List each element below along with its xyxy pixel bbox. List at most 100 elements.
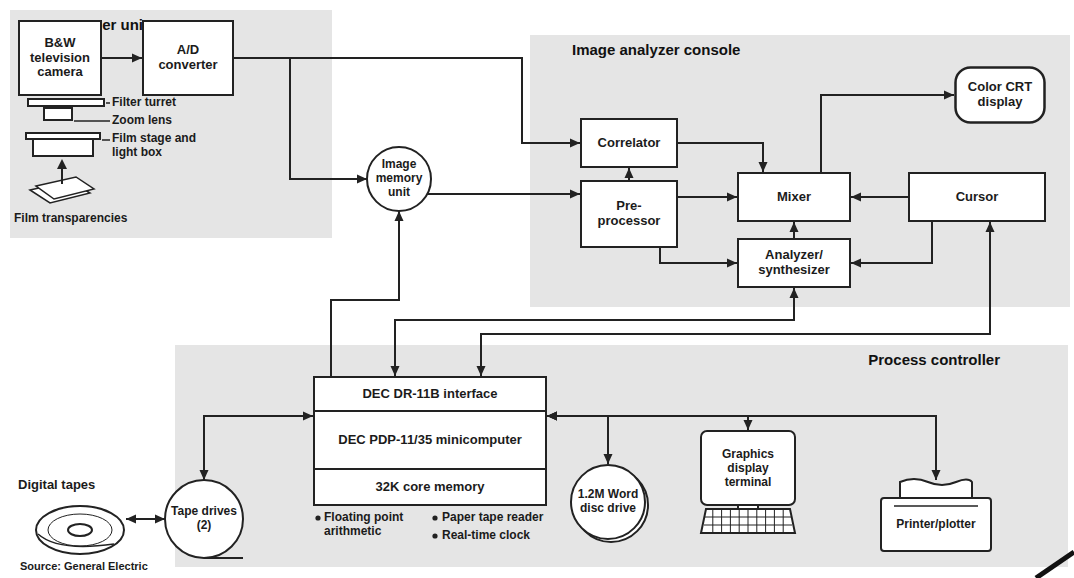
crt-display: Color CRT display bbox=[954, 66, 1046, 124]
arrowhead bbox=[570, 139, 580, 148]
keyboard-key bbox=[739, 509, 740, 533]
arrowhead bbox=[570, 190, 580, 199]
arrowhead bbox=[759, 162, 768, 172]
arrowhead bbox=[790, 222, 799, 232]
node-label: A/D converter bbox=[150, 43, 226, 73]
keyboard-key bbox=[748, 509, 749, 533]
arrowhead bbox=[727, 259, 737, 268]
connector-line bbox=[547, 416, 748, 430]
disc-drive-symbol: 1.2M Word disc drive bbox=[568, 462, 648, 542]
arrowhead bbox=[303, 412, 313, 421]
panel-title: Image analyzer console bbox=[572, 41, 740, 58]
arrowhead bbox=[357, 175, 367, 184]
tape-reel-outline bbox=[165, 480, 243, 558]
unit-panel: Image analyzer consoleCorrelator Color CR… bbox=[530, 35, 1070, 307]
keyboard-key bbox=[730, 509, 731, 533]
arrowhead bbox=[727, 193, 737, 202]
computer-box: DEC PDP-11/35 minicomputer bbox=[313, 410, 547, 470]
process-box: Analyzer/ synthesizer bbox=[737, 238, 851, 288]
leader-line bbox=[102, 139, 110, 141]
arrowhead bbox=[944, 91, 954, 100]
node-label: Correlator bbox=[598, 136, 661, 151]
connector bbox=[625, 168, 634, 180]
connector bbox=[678, 193, 737, 202]
reel-outline bbox=[36, 506, 124, 554]
keyboard-key bbox=[756, 509, 757, 533]
reel-hub bbox=[68, 524, 92, 536]
arrowhead bbox=[126, 515, 136, 524]
reel-tape bbox=[48, 514, 112, 546]
panel-background bbox=[10, 10, 332, 238]
connector bbox=[660, 248, 737, 268]
connector-line bbox=[234, 58, 367, 179]
node-label: 1.2M Word disc drive bbox=[576, 488, 640, 516]
memory-circle: Image memory unit bbox=[366, 146, 432, 212]
bullet-dot bbox=[315, 515, 320, 520]
arrowhead bbox=[744, 420, 753, 430]
connector bbox=[678, 143, 768, 172]
printer-symbol-outline bbox=[880, 476, 992, 552]
panel-title: Process controller bbox=[868, 351, 1000, 368]
printer-body bbox=[881, 498, 991, 551]
connector bbox=[234, 58, 367, 184]
node-label: 32K core memory bbox=[375, 480, 484, 495]
node-label: Printer/plotter bbox=[896, 518, 975, 532]
process-box: Pre- processor bbox=[580, 180, 678, 248]
arrowhead bbox=[477, 366, 486, 376]
zoom-lens bbox=[44, 108, 110, 121]
connector bbox=[790, 222, 799, 238]
process-box: B&W television camera bbox=[18, 20, 102, 96]
memory-box: 32K core memory bbox=[313, 468, 547, 506]
connector-line bbox=[678, 143, 763, 172]
printer-symbol: Printer/plotter bbox=[880, 476, 992, 552]
arrowhead bbox=[851, 193, 861, 202]
keyboard bbox=[701, 509, 795, 533]
node-label: Analyzer/ synthesizer bbox=[745, 248, 843, 278]
filter-turret-plate bbox=[28, 99, 104, 106]
connector-line bbox=[547, 416, 608, 464]
leader-line bbox=[106, 102, 110, 104]
bullet-dot bbox=[432, 533, 437, 538]
tape-reel: Digital tapes bbox=[18, 478, 126, 556]
annotation-label: Floating point arithmetic bbox=[324, 511, 424, 539]
node-label: Image memory unit bbox=[374, 158, 424, 199]
connector bbox=[234, 58, 580, 148]
process-box: Correlator bbox=[580, 118, 678, 168]
node-label: B&W television camera bbox=[26, 36, 94, 81]
filter-turret bbox=[28, 99, 110, 106]
printer-paper bbox=[900, 479, 972, 500]
arrowhead bbox=[604, 454, 613, 464]
connector bbox=[851, 193, 908, 202]
connector-line bbox=[851, 222, 932, 263]
printer-slot bbox=[894, 505, 978, 507]
reel-label: Digital tapes bbox=[18, 478, 95, 493]
arrowhead bbox=[932, 470, 941, 480]
connector bbox=[851, 222, 932, 268]
node-label: Mixer bbox=[777, 190, 811, 205]
unit-panel: Process controllerDEC DR-11B interfaceDE… bbox=[175, 345, 1068, 567]
light-box bbox=[33, 139, 93, 156]
node-label: Graphics display terminal bbox=[708, 448, 788, 489]
arrowhead bbox=[132, 54, 142, 63]
arrowhead bbox=[395, 211, 404, 221]
connector-line bbox=[204, 416, 313, 480]
connector-line bbox=[331, 211, 399, 376]
arrowhead bbox=[625, 168, 634, 178]
connector-line bbox=[234, 58, 580, 143]
circle-outline bbox=[367, 147, 431, 211]
connector bbox=[547, 412, 753, 431]
connector bbox=[200, 412, 314, 481]
arrowhead bbox=[155, 515, 165, 524]
annotation-label: Paper tape reader bbox=[442, 511, 543, 525]
reel-edge bbox=[38, 534, 114, 546]
arrowhead bbox=[547, 412, 557, 421]
connector-line bbox=[821, 95, 954, 172]
tape-tail bbox=[204, 557, 243, 559]
arrowhead bbox=[986, 222, 995, 232]
arrowhead bbox=[200, 470, 209, 480]
connector bbox=[102, 54, 142, 63]
arrowhead bbox=[851, 259, 861, 268]
leader-line bbox=[74, 120, 110, 122]
connector bbox=[126, 515, 165, 524]
connector-line bbox=[395, 288, 794, 376]
